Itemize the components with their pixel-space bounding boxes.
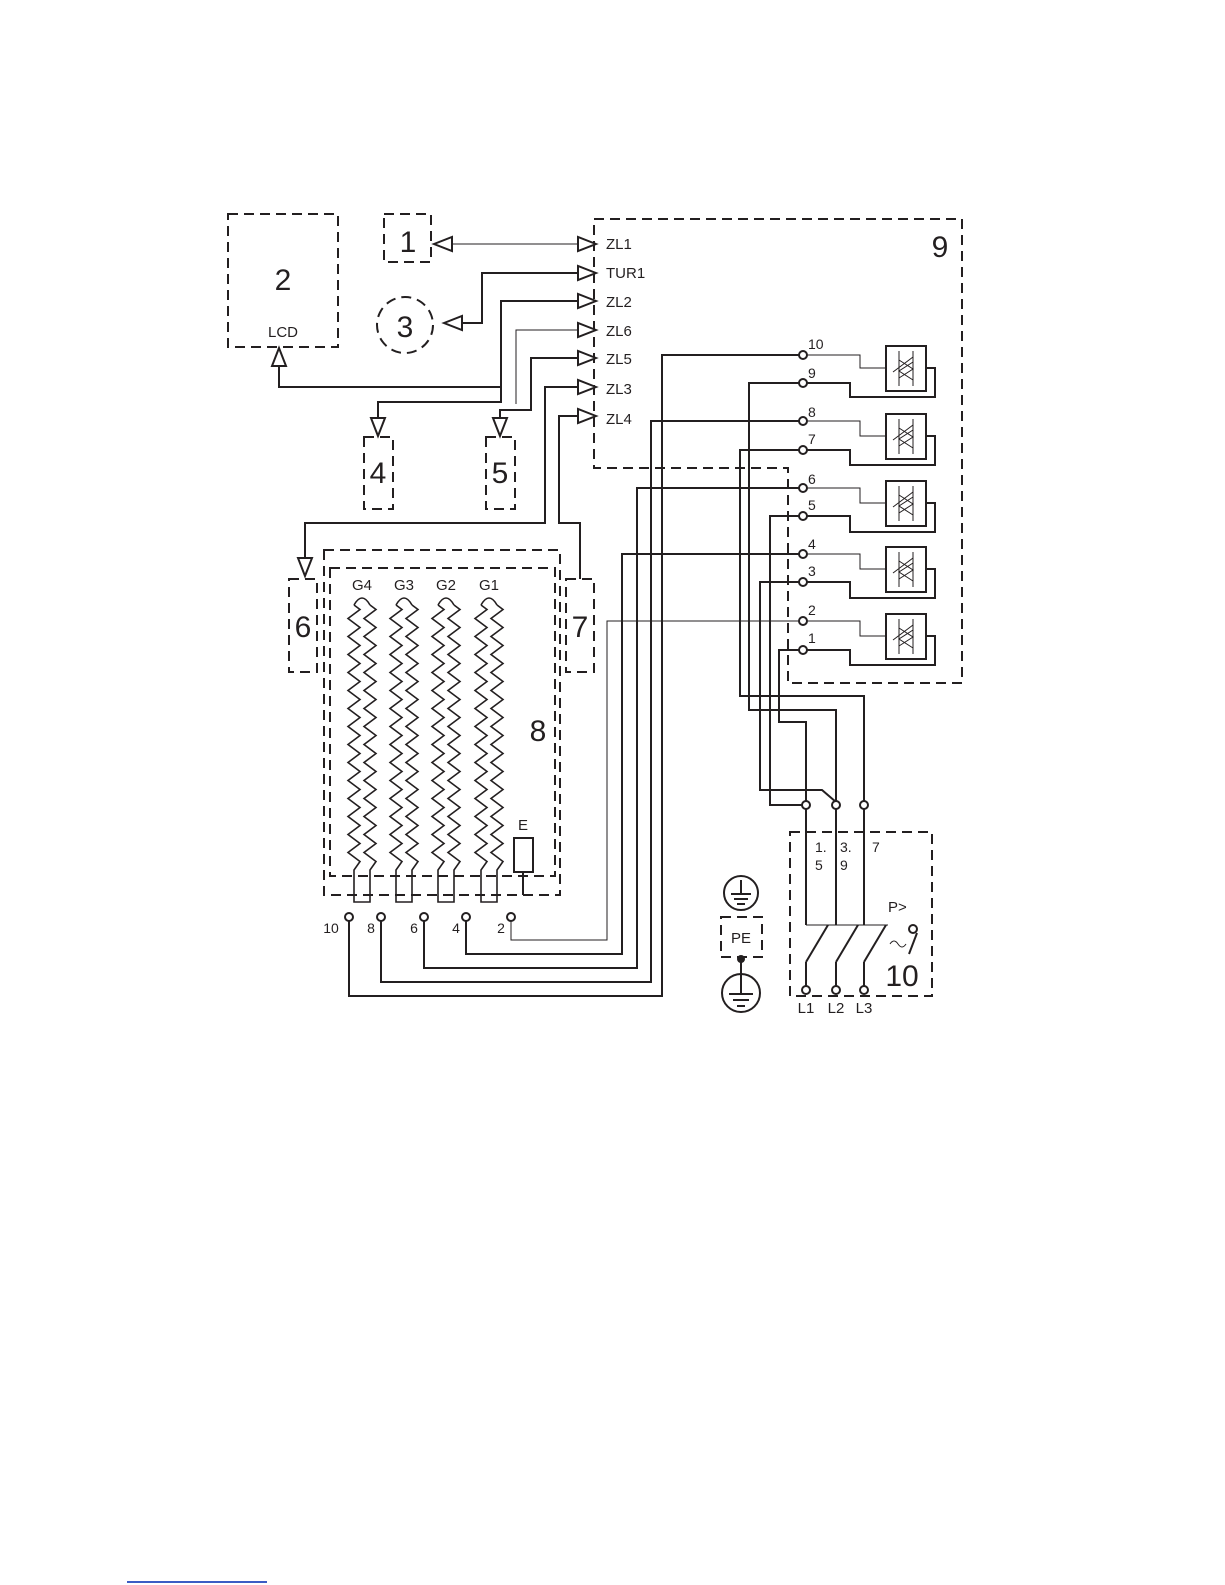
heater-terminal-6: 6 [410, 920, 418, 936]
triac-1 [886, 346, 926, 391]
connector-zl1: ZL1 [606, 236, 632, 253]
triac-terminal-6: 6 [808, 471, 816, 487]
module-1: 1 [384, 214, 431, 262]
footer-rule [127, 1581, 267, 1583]
module-2-lcd: 2 LCD [228, 214, 338, 347]
module-1-label: 1 [400, 226, 417, 259]
triac-2 [886, 414, 926, 459]
module-3-sensor: 3 [377, 297, 433, 353]
triac-terminal-5: 5 [808, 497, 816, 513]
phase-l2: L2 [828, 1000, 845, 1017]
phase-l1: L1 [798, 1000, 815, 1017]
triac-terminal-2: 2 [808, 602, 816, 618]
connector-zl6: ZL6 [606, 323, 632, 340]
connector-zl5: ZL5 [606, 351, 632, 368]
triac-terminals [799, 351, 807, 654]
module-4: 4 [364, 437, 393, 509]
heater-group-g3: G3 [394, 577, 414, 594]
module-8-label: 8 [530, 715, 547, 748]
module-3-label: 3 [397, 311, 414, 344]
heater-terminals: 10 8 6 4 2 [323, 913, 515, 936]
breaker-group-2-a: 3. [840, 839, 852, 855]
heater-group-g1: G1 [479, 577, 499, 594]
connector-zl2: ZL2 [606, 294, 632, 311]
heater-terminal-10: 10 [323, 920, 339, 936]
triac-terminal-9: 9 [808, 365, 816, 381]
triac-4 [886, 547, 926, 592]
heater-terminal-4: 4 [452, 920, 460, 936]
pe-ground: PE [721, 876, 762, 1012]
module-7: 7 [566, 579, 594, 672]
signal-arrows [272, 237, 596, 576]
module-2-label: 2 [275, 264, 292, 297]
triac-terminal-8: 8 [808, 404, 816, 420]
heating-coil-g4 [348, 598, 376, 902]
module-6-label: 6 [295, 611, 312, 644]
heater-terminal-8: 8 [367, 920, 375, 936]
breaker-group-1-a: 1. [815, 839, 827, 855]
triac-terminal-7: 7 [808, 431, 816, 447]
module-5: 5 [486, 437, 515, 509]
module-7-label: 7 [572, 611, 589, 644]
module-8-heater: 8 G4 G3 G2 G1 E [324, 550, 560, 902]
module-6: 6 [289, 579, 317, 672]
connector-zl3: ZL3 [606, 381, 632, 398]
triac-internal-wires [807, 355, 935, 665]
element-e-label: E [518, 817, 528, 834]
signal-wires [279, 244, 580, 579]
phase-l3: L3 [856, 1000, 873, 1017]
module-9-label: 9 [932, 231, 949, 264]
controller-connectors: ZL1 TUR1 ZL2 ZL6 ZL5 ZL3 ZL4 [606, 236, 645, 428]
heater-group-g2: G2 [436, 577, 456, 594]
heating-coil-g3 [390, 598, 418, 902]
triac-terminal-1: 1 [808, 630, 816, 646]
breaker-group-1-b: 5 [815, 857, 823, 873]
module-10-breaker: 10 1. 5 3. 9 7 P> L1 L2 L3 [790, 801, 932, 1017]
heater-group-g4: G4 [352, 577, 372, 594]
pressure-switch-label: P> [888, 899, 907, 916]
connector-tur1: TUR1 [606, 265, 645, 282]
module-5-label: 5 [492, 457, 509, 490]
triac-terminal-4: 4 [808, 536, 816, 552]
lcd-label: LCD [268, 324, 298, 341]
module-10-label: 10 [885, 960, 918, 993]
module-4-label: 4 [370, 457, 387, 490]
connector-zl4: ZL4 [606, 411, 632, 428]
heater-terminal-2: 2 [497, 920, 505, 936]
heating-coils [348, 598, 503, 902]
heating-coil-g1 [475, 598, 503, 902]
triac-5 [886, 614, 926, 659]
heating-coil-g2 [432, 598, 460, 902]
triac-3 [886, 481, 926, 526]
breaker-group-2-b: 9 [840, 857, 848, 873]
breaker-group-3: 7 [872, 839, 880, 855]
triac-terminal-3: 3 [808, 563, 816, 579]
pe-label: PE [731, 930, 751, 947]
triac-terminal-10: 10 [808, 336, 824, 352]
